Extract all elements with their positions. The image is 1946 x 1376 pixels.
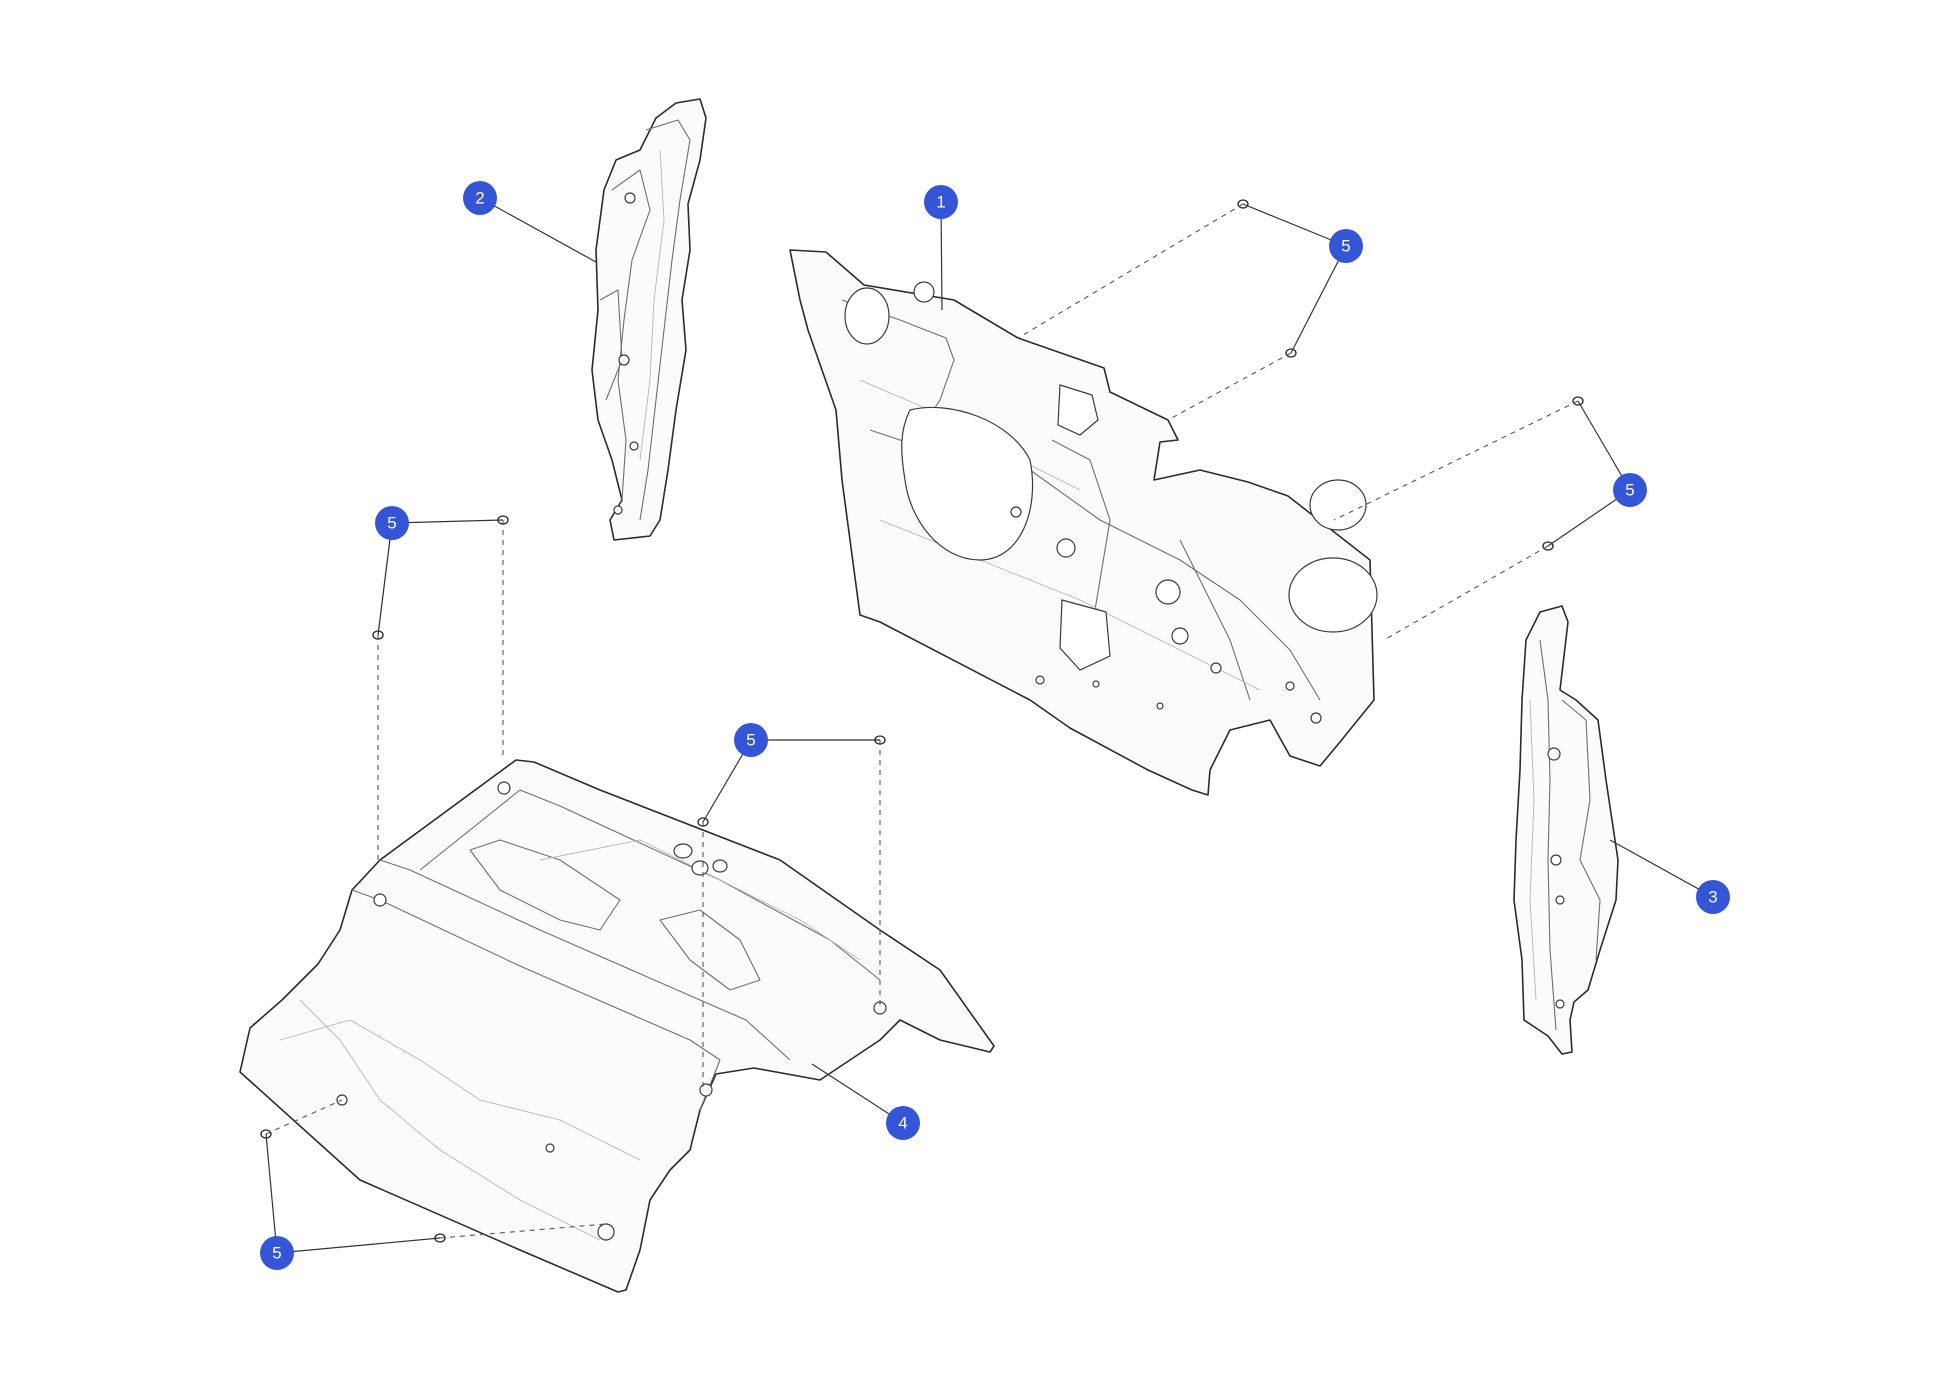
callout-5-left: 5 [375,506,409,540]
callout-5-label: 5 [1625,481,1634,500]
callout-5-label: 5 [746,731,755,750]
callout-5-center: 5 [734,723,768,757]
callout-4: 4 [886,1106,920,1140]
callout-5-label: 5 [387,514,396,533]
callout-5-right: 5 [1613,473,1647,507]
part-3-side-insulator [1513,605,1619,1055]
callout-4-label: 4 [898,1114,907,1133]
callout-5-label: 5 [272,1244,281,1263]
part-2-side-insulator [591,98,707,541]
callout-1-label: 1 [936,193,945,212]
callout-1: 1 [924,185,958,219]
part-1-dash-insulator [789,249,1378,796]
callout-3: 3 [1696,880,1730,914]
callout-3-label: 3 [1708,888,1717,907]
assembly-lines [265,203,1579,1239]
callout-5-bottom-left: 5 [260,1236,294,1270]
callout-2: 2 [463,181,497,215]
part-4-floor-insulator [239,759,995,1293]
callout-5-top-right: 5 [1329,229,1363,263]
callout-5-label: 5 [1341,237,1350,256]
callout-2-label: 2 [475,189,484,208]
fastener-nuts [260,199,1584,1243]
